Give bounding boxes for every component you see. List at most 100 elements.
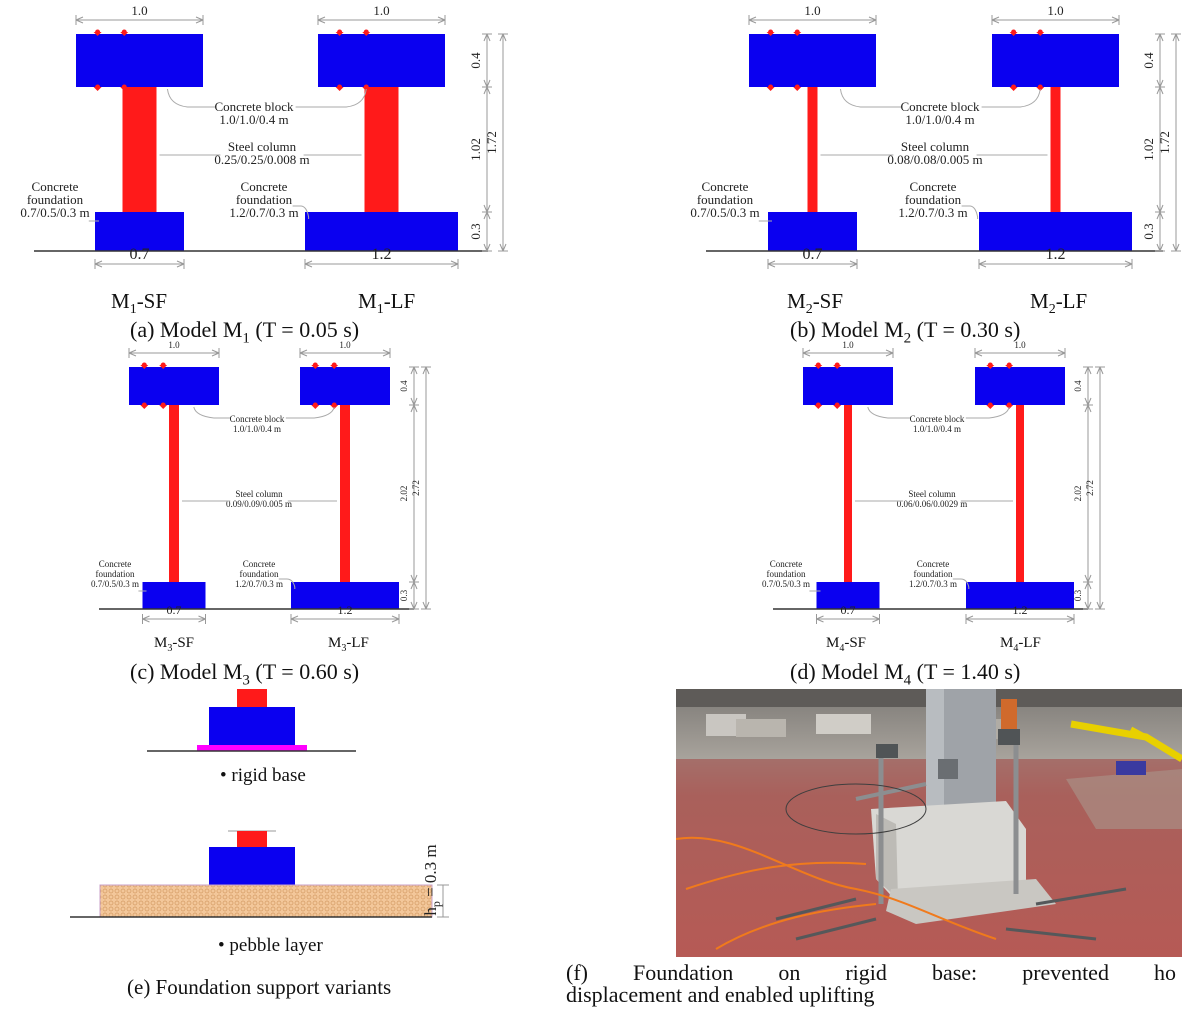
panel-d-block-leader-left [867,406,910,419]
panel-b-block-label-line-0: Concrete block [900,99,980,114]
panel-a-left-column [122,87,157,212]
panel-b-bolt-top-l2-head [794,29,800,35]
panel-d-dim-column-h-label: 2.02 [1073,486,1083,502]
panel-a-dim-total-h-label: 1.72 [484,131,499,154]
panel-a-left-block [76,34,203,87]
panel-d-dim-left-block-arrows [802,349,894,357]
pebble-height-label: hp = 0.3 m [421,844,443,915]
panel-d-dim-column-h-arrows [1084,404,1092,583]
panel-c-left-block [129,367,219,405]
panel-c-dim-column-h-arrows [410,404,418,583]
rigid-variant-foundation [209,707,295,745]
panel-a-dim-right-found-arrows [304,260,459,268]
panel-d-dim-found-h-label: 0.3 [1073,589,1083,601]
panel-b-right-found-label-line-1: foundation [905,192,962,207]
panel-c-right-found-label-line-2: 1.2/0.7/0.3 m [235,579,283,589]
panel-b-dim-found-h-arrows [1156,211,1164,252]
panel-b-dim-right-block-arrows [991,16,1120,24]
panel-a-dim-block-h-arrows [483,33,491,88]
panel-d-block-label-line-1: 1.0/1.0/0.4 m [913,424,961,434]
panel-a-dim-found-h-label: 0.3 [468,223,483,239]
panel-a-dim-left-found-arrows [94,260,185,268]
panel-d-bolt-bot-r2-head [1006,402,1012,408]
panel-d-right-foundation [966,582,1074,609]
panel-b-bolt-bot-l1-head [768,84,774,90]
panel-b-bolt-bot-r2-head [1037,84,1043,90]
panel-d-dim-block-h-label: 0.4 [1073,380,1083,392]
panel-c-dim-right-found-arrows [290,615,400,623]
panel-c-dim-left-block-label: 1.0 [168,340,180,350]
panel-d-left-block [803,367,893,405]
panel-c-block-label-line-1: 1.0/1.0/0.4 m [233,424,281,434]
panel-b-dim-total-h-label: 1.72 [1157,131,1172,154]
panel-a-block-label-line-0: Concrete block [214,99,294,114]
caption-c: (c) Model M3 (T = 0.60 s) [130,659,360,689]
panel-d-dim-right-found-arrows [965,615,1075,623]
panel-c-dim-block-h-arrows [410,366,418,406]
panel-c-bolt-bot-l2-head [160,402,166,408]
model-label-m1-lf: M1-LF [358,289,416,318]
panel-b-right-block [992,34,1119,87]
caption-b: (b) Model M2 (T = 0.30 s) [790,317,1021,347]
panel-b-dim-right-block-label: 1.0 [1047,3,1063,18]
panel-b-bolt-top-r2-head [1037,29,1043,35]
panel-a-dim-left-block-arrows [75,16,204,24]
panel-d-dim-right-block-label: 1.0 [1014,340,1026,350]
panel-c-bolt-bot-l1-head [141,402,147,408]
panel-b-right-found-label-line-0: Concrete [910,179,957,194]
panel-a-dim-found-h-arrows [483,211,491,252]
pebble-variant-foundation [209,847,295,885]
model-label-m1-sf: M1-SF [111,289,168,318]
panel-b-dim-right-found-arrows [978,260,1133,268]
panel-c-block-leader-right [285,406,335,419]
panel-d-right-found-label-line-1: foundation [914,569,953,579]
panel-d-bolt-bot-l1-head [815,402,821,408]
panel-b-left-foundation [768,212,857,251]
panel-c-dim-right-block-label: 1.0 [339,340,351,350]
panel-a-right-foundation [305,212,458,251]
panel-b-dim-block-h-arrows [1156,33,1164,88]
panel-c-right-found-label-line-0: Concrete [243,559,275,569]
panel-d-left-found-label-line-2: 0.7/0.5/0.3 m [762,579,810,589]
panel-c-bolt-top-r1-head [312,362,318,368]
panel-a-left-found-label-line-0: Concrete [32,179,79,194]
panel-b-bolt-bot-l2-head [794,84,800,90]
panel-a-bolt-bot-l2-head [121,84,127,90]
panel-d-right-found-label-line-2: 1.2/0.7/0.3 m [909,579,957,589]
panel-b-right-foundation [979,212,1132,251]
panel-d-left-column [844,405,852,582]
panel-c-left-foundation [142,582,206,609]
panel-b-right-found-leader [961,205,979,219]
panel-c-dim-found-h-label: 0.3 [399,589,409,601]
caption-d: (d) Model M4 (T = 1.40 s) [790,659,1021,689]
panel-c-bolt-bot-r1-head [312,402,318,408]
panel-d-left-foundation [816,582,880,609]
panel-a-dim-left-found-label: 0.7 [130,246,150,263]
panel-b-column-label-line-1: 0.08/0.08/0.005 m [887,152,982,167]
rigid-variant-column [237,689,267,707]
panel-b-dim-left-found-arrows [767,260,858,268]
panel-b-dim-left-found-label: 0.7 [803,246,823,263]
panel-a-right-found-label-line-2: 1.2/0.7/0.3 m [229,205,298,220]
panel-c-right-found-label-line-1: foundation [240,569,279,579]
panel-c-dim-block-h-label: 0.4 [399,380,409,392]
panel-d-bolt-bot-r1-head [987,402,993,408]
panel-b-dim-left-block-label: 1.0 [804,3,820,18]
panel-d-column-label-line-0: Steel column [908,489,956,499]
panel-d-dim-left-block-label: 1.0 [842,340,854,350]
panel-d-right-block [975,367,1065,405]
panel-a-dim-block-h-label: 0.4 [468,52,483,69]
panel-d-dim-total-h-label: 2.72 [1085,480,1095,496]
panel-a-left-found-label-line-1: foundation [27,192,84,207]
rigid-base-plate [197,745,307,751]
panel-d-bolt-top-l1-head [815,362,821,368]
panel-c-block-leader-left [193,406,230,419]
panel-b-left-found-label-line-1: foundation [697,192,754,207]
variant-rigid-base-label: • rigid base [220,765,306,786]
panel-a-block-leader-right [295,88,367,108]
panel-b-bolt-top-r1-head [1011,29,1017,35]
panel-c-dim-column-h-label: 2.02 [399,486,409,502]
foundation-photo [676,689,1182,957]
model-label-m2-sf: M2-SF [787,289,844,318]
